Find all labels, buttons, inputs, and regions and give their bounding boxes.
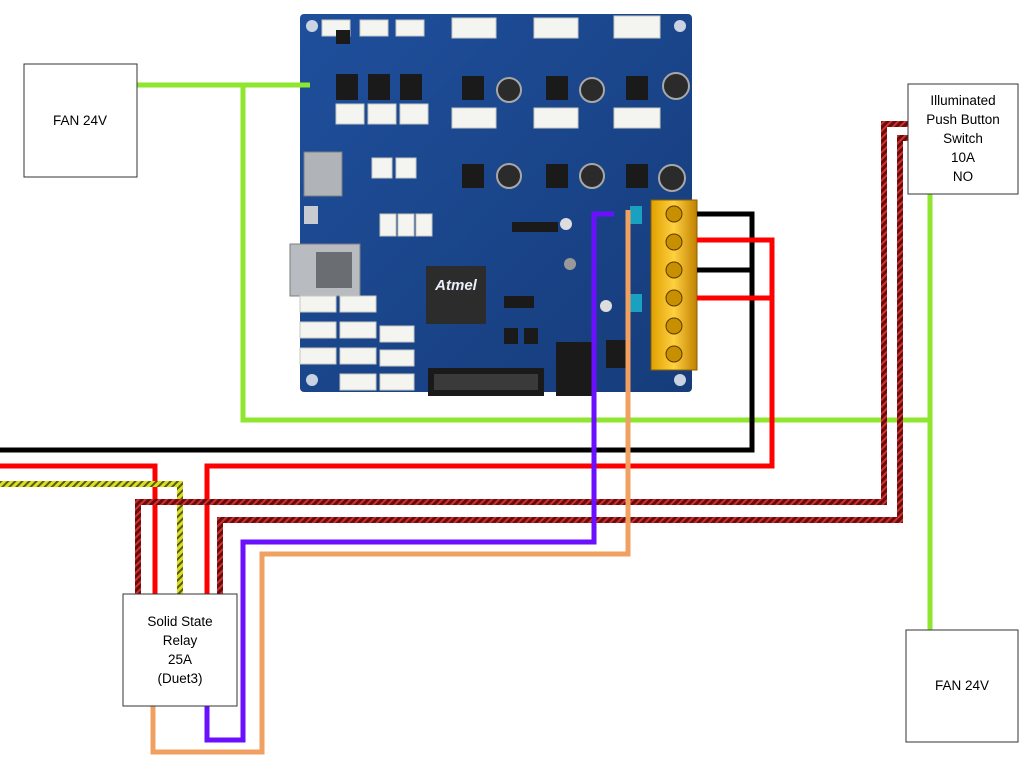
fan-right-box: FAN 24V bbox=[905, 629, 1019, 743]
switch-wire-1 bbox=[135, 121, 908, 594]
ethernet-magnetics bbox=[316, 252, 352, 288]
relay-label-line-4: (Duet3) bbox=[157, 671, 202, 686]
ribbon-header-pins bbox=[434, 374, 538, 390]
capacitors bbox=[496, 72, 690, 192]
switch-label-line-5: NO bbox=[953, 169, 973, 184]
fan-left-label: FAN 24V bbox=[53, 113, 107, 128]
switch-label-line-4: 10A bbox=[951, 150, 975, 165]
power-terminal-block bbox=[650, 199, 698, 371]
mosfets bbox=[336, 30, 648, 188]
relay-label-line-2: Relay bbox=[163, 633, 198, 648]
mounting-hole bbox=[674, 374, 686, 386]
relay-label-line-3: 25A bbox=[168, 652, 192, 667]
black-wire bbox=[0, 211, 755, 453]
switch-label-line-1: Illuminated bbox=[930, 93, 995, 108]
red-wire bbox=[0, 463, 158, 594]
mounting-hole bbox=[306, 374, 318, 386]
earth-wire bbox=[0, 481, 183, 594]
side-connectors bbox=[299, 295, 415, 391]
switch-wire-2 bbox=[217, 135, 908, 594]
switch-box: Illuminated Push Button Switch 10A NO bbox=[907, 83, 1019, 195]
relay-label-line-1: Solid State bbox=[147, 614, 212, 629]
top-connectors bbox=[321, 15, 661, 237]
fan-left-box: FAN 24V bbox=[23, 63, 138, 178]
small-components bbox=[504, 206, 642, 396]
sd-card-slot bbox=[303, 151, 343, 197]
switch-label-line-2: Push Button bbox=[926, 112, 1000, 127]
usb-port bbox=[304, 206, 318, 224]
mcu-chip-label: Atmel bbox=[434, 277, 478, 294]
ssr-control-wire bbox=[204, 211, 614, 743]
fan-power-wire bbox=[137, 82, 933, 630]
terminal-screws bbox=[665, 205, 683, 363]
ssr-signal-wire bbox=[150, 210, 631, 755]
red-wire-2 bbox=[204, 237, 775, 594]
fan-right-label: FAN 24V bbox=[935, 678, 989, 693]
mounting-hole bbox=[674, 20, 686, 32]
mounting-hole bbox=[306, 20, 318, 32]
relay-box: Solid State Relay 25A (Duet3) bbox=[122, 593, 238, 707]
mcu-chip bbox=[426, 266, 486, 324]
switch-label-line-3: Switch bbox=[943, 131, 983, 146]
controller-board: Atmel bbox=[289, 14, 698, 396]
